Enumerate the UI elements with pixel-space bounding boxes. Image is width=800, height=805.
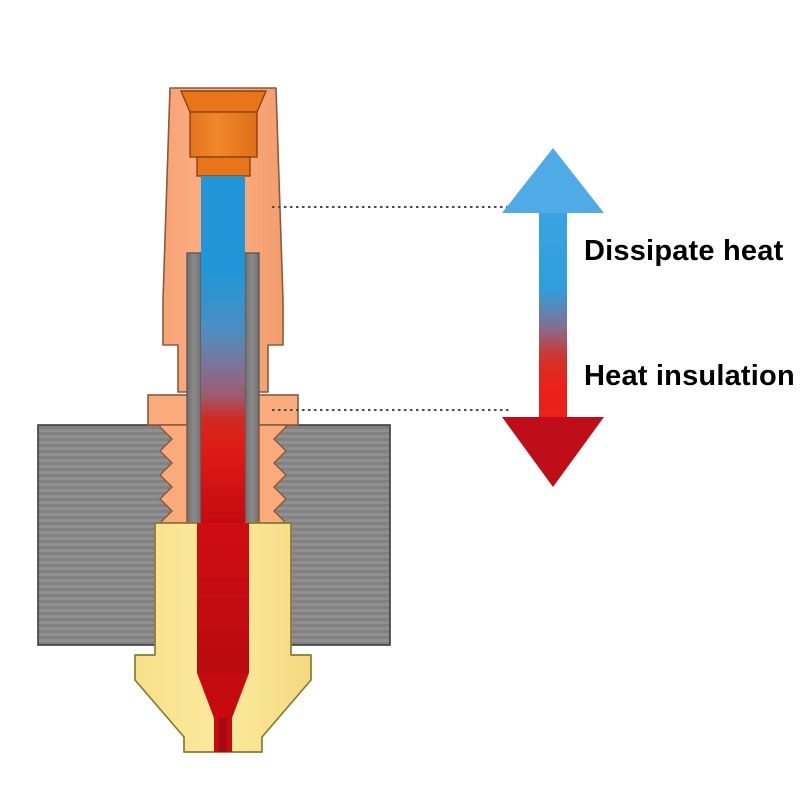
thermal-gradient-arrow [502, 148, 604, 487]
ptfe-coupler [179, 90, 268, 177]
label-heat-insulation: Heat insulation [584, 360, 795, 392]
arrow-shaft [539, 208, 567, 420]
leader-lines [272, 206, 512, 411]
arrow-head-up [502, 148, 604, 213]
filament-channel [197, 176, 249, 752]
arrow-head-down [502, 417, 604, 487]
label-dissipate-heat: Dissipate heat [584, 235, 784, 267]
